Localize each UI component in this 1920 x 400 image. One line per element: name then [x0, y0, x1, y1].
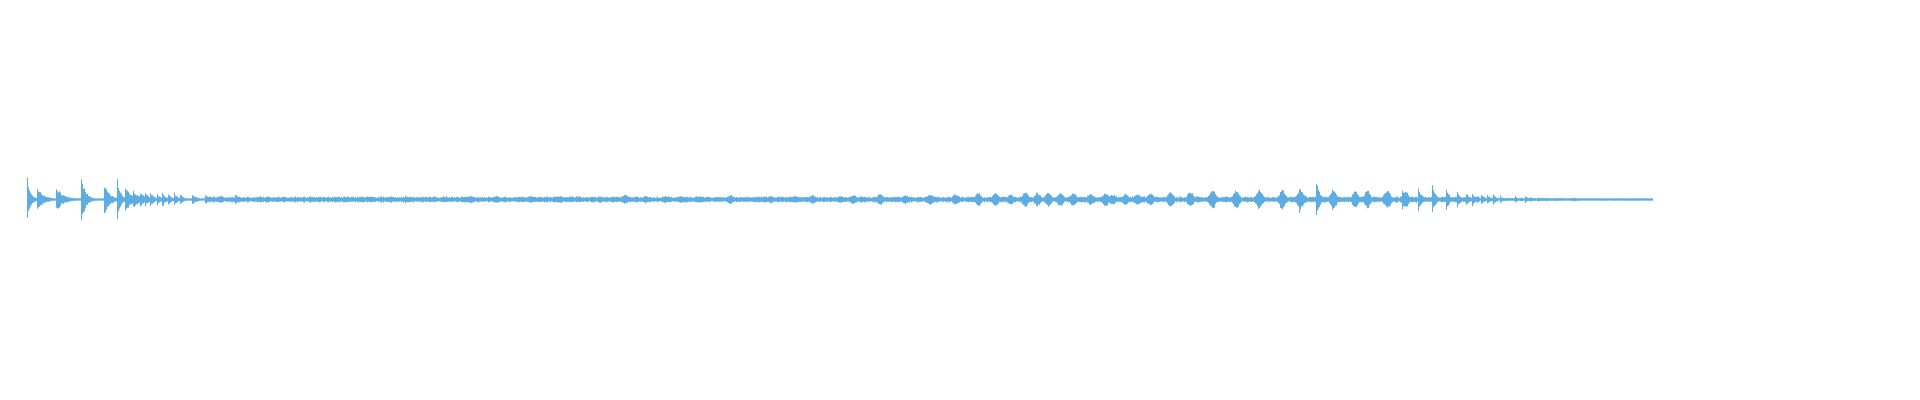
audio-waveform	[27, 177, 1653, 221]
